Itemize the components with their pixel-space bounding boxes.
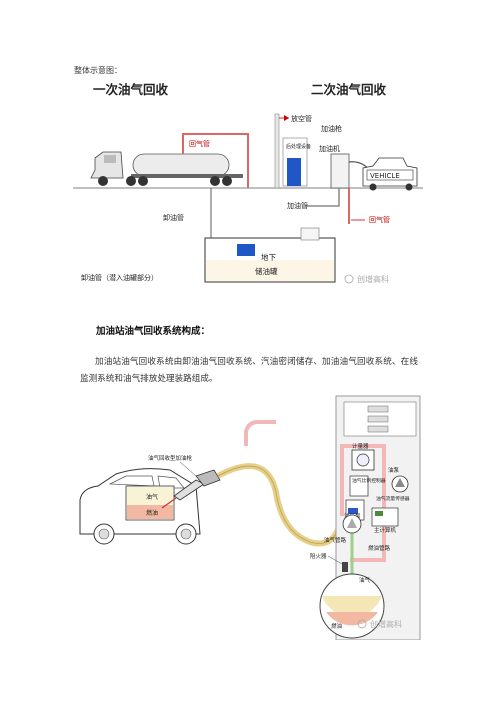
- vapor-pipe-label: 油气管路: [324, 536, 347, 544]
- watermark: 创增高科: [370, 619, 402, 629]
- dispenser-label: 加油机: [319, 144, 340, 153]
- controller-label: 主计算机: [374, 526, 397, 534]
- proportional-valve: [349, 475, 369, 497]
- car-fuel-label: 燃油: [146, 509, 158, 517]
- car-vapor-label: 油气: [146, 493, 158, 501]
- vent-pipe-label: 放空管: [291, 114, 312, 123]
- fuel-pump-label: 油泵: [388, 466, 400, 474]
- flame-arrester: [342, 562, 348, 572]
- vehicle: VEHICLE: [362, 157, 418, 191]
- flame-arrester-label: 阻火器: [310, 552, 327, 560]
- body-paragraph: 加油站油气回收系统由卸油油气回收系统、汽油密闭储存、加油油气回收系统、在线监测系…: [80, 357, 418, 384]
- treatment-equipment-label: 后处理设备: [286, 143, 311, 150]
- secondary-recovery-title: 二次油气回收: [311, 82, 387, 97]
- nozzle-label: 加油枪: [321, 124, 342, 133]
- underground-label: 地下: [261, 252, 276, 262]
- vent-pipe: [274, 113, 280, 189]
- nozzle: [161, 469, 221, 509]
- overall-schematic-figure: 一次油气回收 二次油气回收 放空管 回气管 后处理设备 加油枪 加油机 VEHI…: [73, 74, 423, 294]
- primary-recovery-title: 一次油气回收: [93, 82, 169, 97]
- vapor-recovery-system-figure: 油气 燃油 油气回收型加油枪 计量器 油气比例控制器 油泵 油气泵 油: [76, 392, 422, 640]
- vapor-pipe-loop: [340, 444, 386, 516]
- car: 油气 燃油: [79, 468, 201, 545]
- vapor-return-pipe-label-2: 回气管: [369, 215, 390, 224]
- meter-gauge-icon: [356, 453, 370, 467]
- tank-pump: [237, 244, 255, 256]
- tank-fuel-label: 燃油: [331, 622, 343, 630]
- meter-label: 计量器: [352, 442, 369, 450]
- figure-caption: 整体示意图：: [74, 66, 122, 75]
- vapor-return-line-1: [182, 133, 249, 188]
- tank-vapor-label: 油气: [359, 576, 371, 584]
- nozzle-label: 油气回收型加油枪: [148, 454, 193, 462]
- unloading-pipe-label: 卸油管: [163, 213, 184, 222]
- unloading-pipe-note-label: 卸油管（潜入油罐部分）: [81, 273, 158, 282]
- vapor-return-pipe-label-1: 回气管: [189, 139, 210, 148]
- watermark: 创增高科: [357, 274, 389, 284]
- fuel-pipe-label: 燃油管路: [368, 544, 391, 552]
- fuel-line: [305, 188, 340, 207]
- tanker-truck: [90, 151, 243, 186]
- storage-tank-label: 储油罐: [255, 266, 278, 276]
- dispenser: [330, 153, 350, 189]
- flow-sensor-label: 油气流量传感器: [376, 495, 410, 502]
- vehicle-label: VEHICLE: [370, 172, 400, 180]
- fuel-pipe-label: 加油管: [287, 201, 308, 210]
- treatment-equipment: [287, 158, 301, 186]
- proportional-valve-label: 油气比例控制器: [352, 477, 386, 484]
- section-heading: 加油站油气回收系统构成：: [96, 326, 211, 337]
- controller: [371, 507, 399, 527]
